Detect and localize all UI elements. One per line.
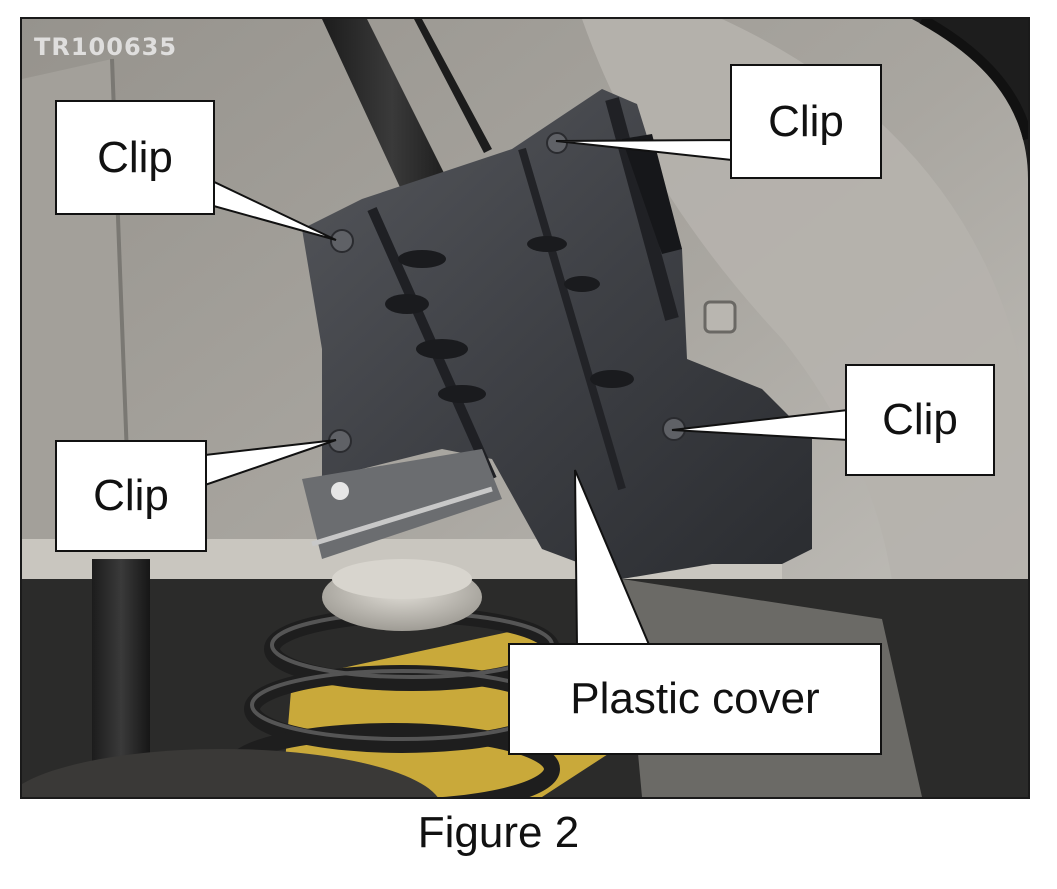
figure-caption-text: Figure 2 [417,808,580,857]
clip-point-top-right [546,132,568,154]
tire-arc [919,19,1028,141]
clip-point-mid-right [662,417,686,441]
plastic-cover-shape [302,89,812,579]
clip-point-top-left [330,229,354,253]
plastic-cover-channel [622,134,682,254]
label-clip-bottom-left: Clip [55,440,207,552]
bracket-bolt [331,482,349,500]
label-plastic-cover: Plastic cover [508,643,882,755]
tire-edge [912,19,1028,179]
label-plastic-cover-text: Plastic cover [570,674,820,723]
hub [22,749,438,797]
plastic-cover-rib [605,97,679,321]
clip-point-bottom-left [328,429,352,453]
mounting-bracket-edge [311,486,493,547]
watermark-id: TR100635 [34,33,178,61]
label-clip-top-left: Clip [55,100,215,215]
label-clip-top-left-text: Clip [97,132,173,182]
spring-mount-base [332,559,472,599]
plastic-cover-rib [518,147,626,491]
label-clip-bottom-left-text: Clip [93,471,169,520]
upper-strut [322,19,462,224]
label-clip-top-right: Clip [730,64,882,179]
thin-rod [414,19,492,153]
label-clip-mid-right: Clip [845,364,995,476]
label-clip-mid-right-text: Clip [882,395,958,444]
label-clip-top-right-text: Clip [768,96,844,146]
plastic-cover-ridges [385,236,634,403]
figure-caption: Figure 2 [0,808,1057,858]
fastener-hole [703,300,737,334]
